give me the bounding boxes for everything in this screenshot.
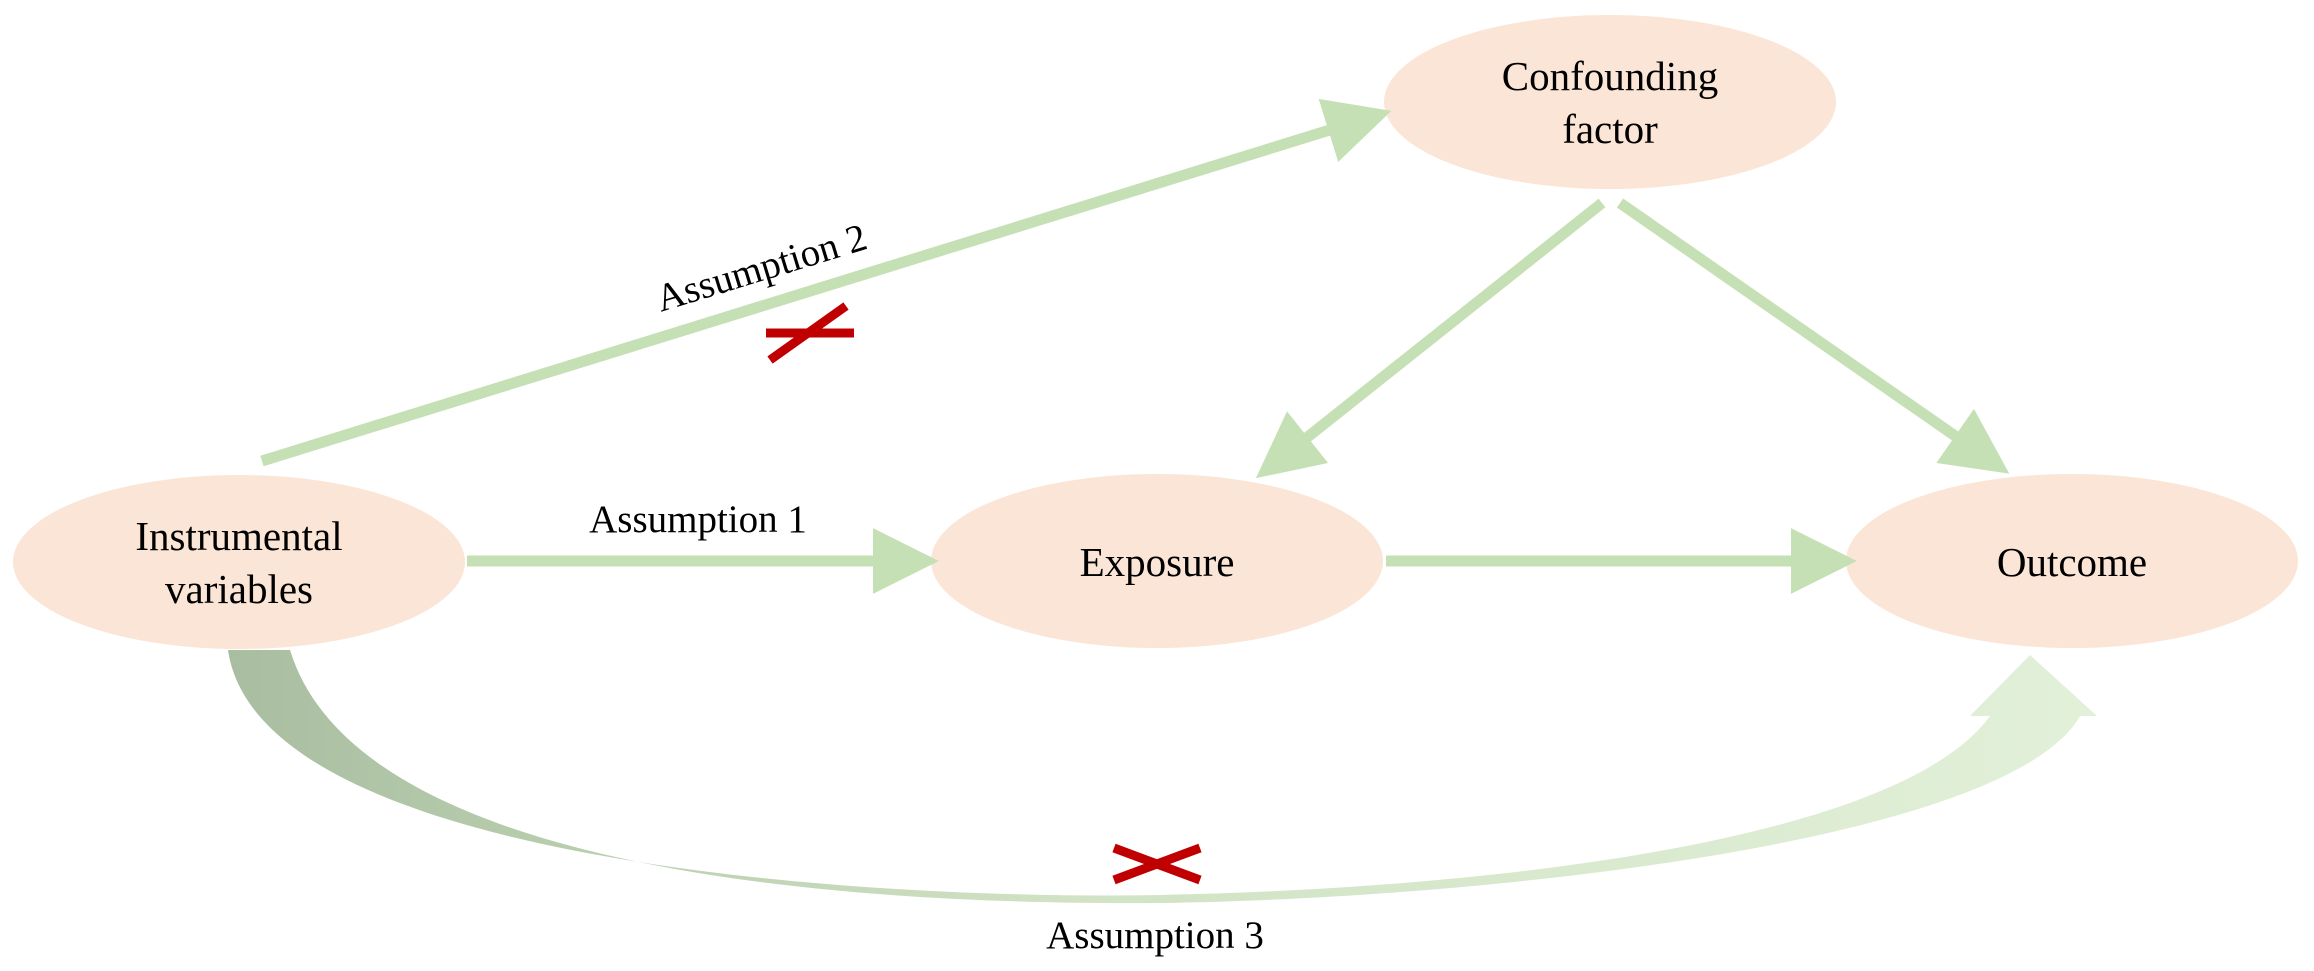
arrow-instrument-to-confounder <box>260 98 1392 467</box>
confounding-factor-label-line2: factor <box>1562 106 1658 152</box>
violation-cross-assumption-2 <box>766 302 854 364</box>
outcome-node <box>1846 474 2298 648</box>
instrumental-variables-label-line1: Instrumental <box>135 513 342 559</box>
confounding-factor-label-line1: Confounding <box>1502 53 1718 99</box>
outcome-label: Outcome <box>1997 539 2147 585</box>
exposure-label: Exposure <box>1080 539 1235 585</box>
assumption-3-label: Assumption 3 <box>1046 914 1264 957</box>
instrumental-variables-node <box>13 475 465 649</box>
assumption-1-label: Assumption 1 <box>589 498 807 541</box>
arrow-confounder-to-exposure <box>1255 198 1606 479</box>
exposure-node <box>931 474 1383 648</box>
arrow-confounder-to-outcome <box>1616 198 2010 474</box>
instrumental-variables-label-line2: variables <box>165 566 313 612</box>
confounding-factor-node <box>1384 15 1836 189</box>
violation-cross-assumption-3 <box>1112 843 1202 885</box>
